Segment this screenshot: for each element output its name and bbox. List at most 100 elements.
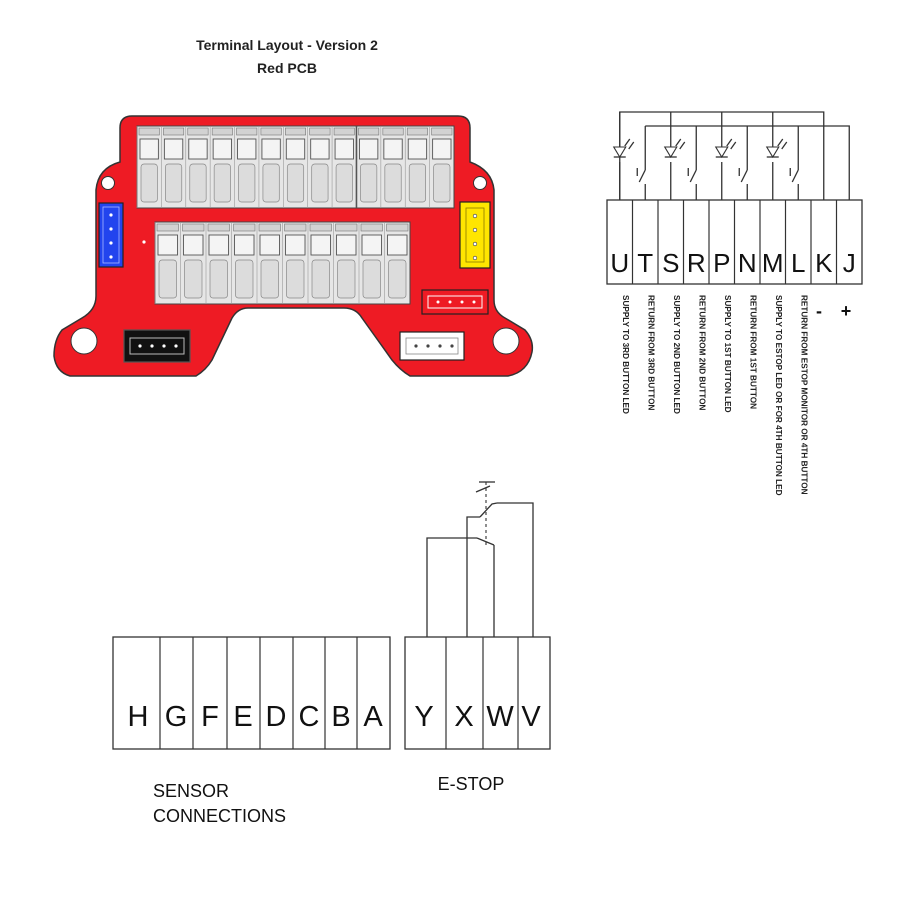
bottom-terminal-slot	[183, 234, 204, 256]
button-terminal-label-u: U	[610, 248, 629, 278]
bottom-terminal-spring	[337, 259, 356, 299]
top-terminal-lever	[431, 127, 453, 136]
led-ray	[675, 138, 682, 147]
top-terminal-lever	[163, 127, 185, 136]
bottom-terminal-spring	[158, 259, 177, 299]
top-terminal-spring	[189, 163, 207, 203]
estop-terminal-label-y: Y	[414, 701, 433, 733]
button-terminal-description: SUPPLY TO 1ST BUTTON LED	[723, 295, 732, 413]
mounting-hole-top-left	[101, 176, 115, 190]
led-icon	[612, 146, 627, 159]
bottom-terminal-slot	[157, 234, 178, 256]
button-terminal-description: RETURN FROM 1ST BUTTON	[748, 295, 757, 409]
estop-wire-y	[426, 537, 477, 667]
top-terminal-lever	[260, 127, 282, 136]
estop-wire-x	[466, 516, 480, 667]
top-terminal-slot	[188, 138, 208, 160]
sensor-terminal-label-c: C	[299, 701, 320, 733]
switch-icon	[638, 169, 646, 183]
top-terminal-spring	[335, 163, 353, 203]
top-terminal-slot	[359, 138, 379, 160]
bottom-terminal-slot	[208, 234, 229, 256]
estop-terminal-dividers	[445, 637, 519, 749]
estop-contact-2	[479, 502, 498, 518]
bottom-terminal-slot	[285, 234, 306, 256]
bottom-terminal-spring	[388, 259, 407, 299]
bottom-terminal-spring	[235, 259, 254, 299]
minus-sign: -	[816, 301, 822, 321]
bottom-terminal-lever	[386, 223, 409, 232]
button-terminal-description: SUPPLY TO ESTOP LED OR FOR 4TH BUTTON LE…	[774, 295, 783, 496]
estop-contact-1	[475, 485, 491, 493]
bottom-terminal-lever	[309, 223, 332, 232]
bottom-terminal-spring	[260, 259, 279, 299]
led-ray	[628, 141, 635, 150]
top-terminal-spring	[311, 163, 329, 203]
sensor-terminal-block	[112, 636, 391, 750]
top-terminal-slot	[383, 138, 403, 160]
bottom-terminal-lever	[233, 223, 256, 232]
sensor-terminal-label-b: B	[331, 701, 350, 733]
top-terminal-slot	[139, 138, 159, 160]
mounting-hole-top-right	[473, 176, 487, 190]
top-terminal-lever	[236, 127, 258, 136]
estop-caption: E-STOP	[438, 774, 505, 794]
top-terminal-slot	[407, 138, 428, 160]
diagram-subtitle: Red PCB	[257, 60, 317, 76]
top-terminal-slot	[237, 138, 257, 160]
top-terminal-lever	[187, 127, 209, 136]
blue-connector	[98, 202, 124, 268]
bottom-terminal-spring	[286, 259, 305, 299]
sensor-terminal-label-d: D	[266, 701, 287, 733]
bottom-terminal-slot	[336, 234, 357, 256]
button-terminal-label-n: N	[738, 248, 757, 278]
sensor-terminal-dividers	[159, 637, 358, 749]
button-terminal-description: SUPPLY TO 2ND BUTTON LED	[672, 295, 681, 414]
top-terminal-spring	[408, 163, 426, 203]
red-pcb	[53, 115, 534, 377]
bottom-terminal-slot	[387, 234, 408, 256]
led-ray	[726, 138, 733, 147]
switch-icon	[689, 169, 697, 183]
switch-icon	[740, 169, 748, 183]
button-terminal-dividers	[631, 200, 838, 284]
top-terminal-spring	[286, 163, 305, 203]
bottom-terminal-lever	[335, 223, 358, 232]
button-led-wiring	[612, 111, 850, 200]
top-terminal-slot	[212, 138, 232, 160]
sensor-caption-line1: SENSOR	[153, 781, 229, 801]
top-terminal-spring	[262, 163, 280, 203]
top-terminal-lever	[309, 127, 331, 136]
bottom-terminal-slot	[361, 234, 382, 256]
button-terminal-description: RETURN FROM 3RD BUTTON	[646, 295, 655, 410]
led-ray	[781, 141, 788, 150]
top-terminal-slot	[334, 138, 354, 160]
estop-terminal-label-x: X	[454, 701, 473, 733]
button-terminal-description: RETURN FROM ESTOP MONITOR OR 4TH BUTTON	[799, 295, 808, 495]
top-terminal-spring	[238, 163, 256, 203]
button-terminal-label-p: P	[713, 248, 730, 278]
bottom-terminal-spring	[311, 259, 330, 299]
button-terminal-label-k: K	[815, 248, 833, 278]
top-terminal-spring	[360, 163, 378, 203]
bottom-terminal-slot	[310, 234, 331, 256]
top-terminal-spring	[140, 163, 158, 203]
top-terminal-spring	[384, 163, 402, 203]
sensor-terminal-label-e: E	[233, 701, 252, 733]
led-ray	[679, 141, 686, 150]
bottom-terminal-slot	[234, 234, 255, 256]
sensor-caption-line2: CONNECTIONS	[153, 806, 286, 826]
top-terminal-slot	[163, 138, 184, 160]
bottom-terminal-lever	[156, 223, 179, 232]
estop-terminal-label-w: W	[486, 701, 514, 733]
led-ray	[730, 141, 737, 150]
estop-terminal-label-v: V	[521, 701, 541, 733]
bottom-terminal-lever	[182, 223, 205, 232]
